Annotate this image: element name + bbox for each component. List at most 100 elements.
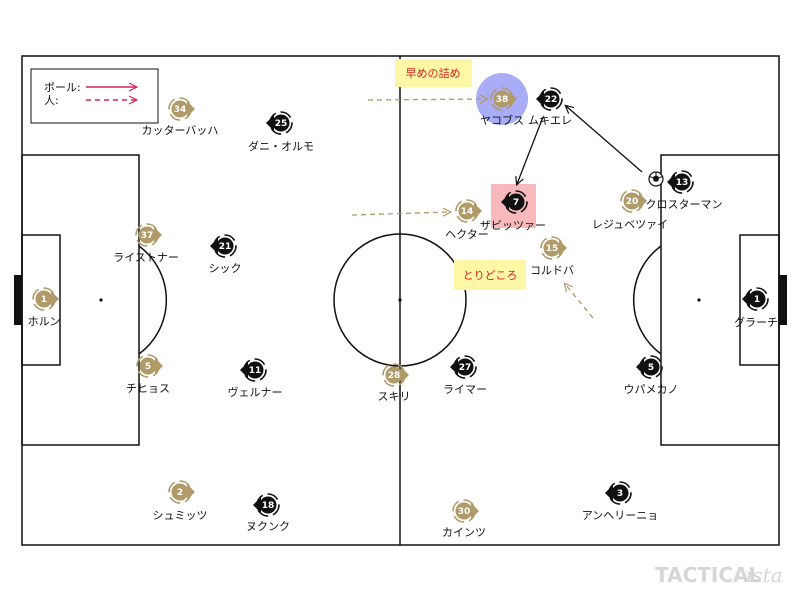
player-ring xyxy=(256,493,280,517)
player-number: 11 xyxy=(249,366,262,376)
player-number: 28 xyxy=(388,371,401,381)
player-black-5: 5 ウパメカノ xyxy=(624,355,679,396)
player-number: 22 xyxy=(545,95,558,105)
player-name: シック xyxy=(209,262,242,275)
player-disc xyxy=(385,366,403,384)
player-ring xyxy=(504,190,528,214)
person-move-arrow-hector xyxy=(351,212,450,215)
player-disc xyxy=(272,114,290,132)
player-number: 13 xyxy=(676,178,689,188)
right-goal xyxy=(779,275,787,325)
brand-main: TACTICAL xyxy=(655,563,761,587)
pass-arrow-to-sabitzer xyxy=(517,116,544,184)
player-name: コルドバ xyxy=(530,264,574,277)
player-disc xyxy=(611,484,629,502)
player-disc xyxy=(542,90,560,108)
player-disc xyxy=(507,193,525,211)
player-disc xyxy=(455,502,473,520)
person-move-arrow-jacobs xyxy=(367,99,487,100)
player-number: 1 xyxy=(754,295,760,305)
player-ring xyxy=(670,170,694,194)
brand-suffix: ista xyxy=(746,563,783,587)
player-ring xyxy=(243,358,267,382)
player-disc xyxy=(171,100,189,118)
player-number: 3 xyxy=(617,489,623,499)
player-name: レジュベツァイ xyxy=(592,218,668,231)
player-name: クロスターマン xyxy=(646,198,723,211)
left-penalty-arc xyxy=(138,245,168,355)
left-goal xyxy=(14,275,22,325)
player-name: シュミッツ xyxy=(153,509,208,522)
note-target-text: とりどころ xyxy=(463,269,518,282)
note-early-press-bg xyxy=(395,59,472,87)
legend-person-label: 人: xyxy=(44,94,59,107)
player-ring xyxy=(135,223,159,247)
player-name: カインツ xyxy=(442,526,486,539)
player-ring xyxy=(620,189,644,213)
player-number: 25 xyxy=(275,119,288,129)
player-number: 5 xyxy=(145,362,151,372)
right-penalty-arc xyxy=(632,245,662,355)
player-disc xyxy=(642,358,660,376)
player-number: 18 xyxy=(262,501,275,511)
player-name: ヌクンク xyxy=(246,520,290,533)
player-gold-2: 2 シュミッツ xyxy=(153,480,208,522)
player-ring xyxy=(639,355,663,379)
player-ring xyxy=(136,354,160,378)
player-name: ウパメカノ xyxy=(624,383,679,396)
legend-ball-label: ボール: xyxy=(44,81,81,94)
player-name: カッターバッハ xyxy=(142,124,219,137)
player-number: 2 xyxy=(177,488,183,498)
player-ring xyxy=(455,199,479,223)
player-gold-20: 20 レジュベツァイ xyxy=(592,189,668,231)
note-early-press: 早めの詰め xyxy=(395,59,472,87)
player-ring xyxy=(32,287,56,311)
player-disc xyxy=(673,173,691,191)
player-gold-34: 34 カッターバッハ xyxy=(142,97,219,137)
player-name: ホルン xyxy=(28,315,61,328)
player-disc xyxy=(138,226,156,244)
player-ring xyxy=(453,355,477,379)
player-gold-14: 14 ヘクター xyxy=(445,199,489,241)
player-disc xyxy=(458,202,476,220)
player-number: 15 xyxy=(546,244,559,254)
ball-icon xyxy=(648,171,664,187)
player-number: 5 xyxy=(648,363,654,373)
player-ring xyxy=(213,234,237,258)
player-name: ヘクター xyxy=(445,228,489,241)
player-ring xyxy=(269,111,293,135)
player-ring xyxy=(539,87,563,111)
player-ring xyxy=(168,480,192,504)
movement-arrows xyxy=(351,99,643,319)
note-target: とりどころ xyxy=(454,260,526,290)
player-name: ザビッツァー xyxy=(480,219,546,232)
player-name: チヒョス xyxy=(126,382,170,395)
player-disc xyxy=(246,361,264,379)
player-disc xyxy=(623,192,641,210)
player-number: 34 xyxy=(174,105,187,115)
player-ring xyxy=(452,499,476,523)
player-black-21: 21 シック xyxy=(209,234,242,275)
player-gold-1: 1 ホルン xyxy=(28,287,61,328)
player-name: スキリ xyxy=(378,390,411,403)
player-gold-5: 5 チヒョス xyxy=(126,354,170,395)
left-penalty-spot xyxy=(99,298,103,302)
player-disc xyxy=(216,237,234,255)
player-name: ヤコブス xyxy=(480,113,524,127)
player-number: 21 xyxy=(219,242,232,252)
player-ring xyxy=(168,97,192,121)
player-number: 1 xyxy=(41,295,47,305)
player-disc xyxy=(259,496,277,514)
player-number: 20 xyxy=(626,197,639,207)
player-ring xyxy=(608,481,632,505)
player-number: 14 xyxy=(461,207,474,217)
